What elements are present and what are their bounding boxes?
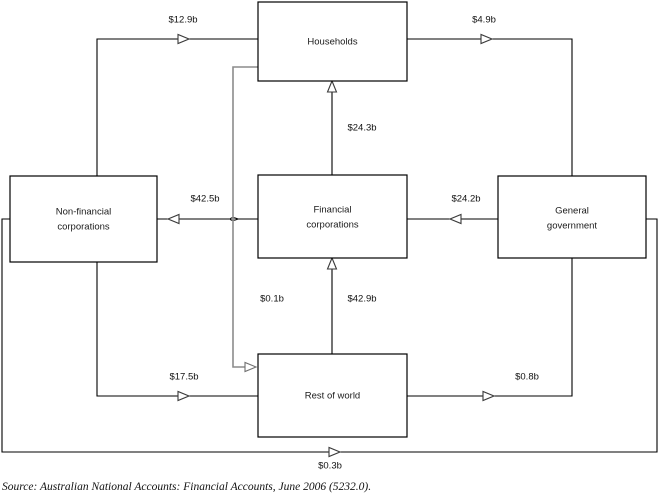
node-rest-of-world[interactable]: Rest of world <box>257 353 408 438</box>
arrowhead-left-icon <box>177 390 191 402</box>
node-label-households: Households <box>307 37 357 48</box>
flow-label-non-financial-to-general-government: $0.3b <box>318 461 342 472</box>
arrowhead-right-icon <box>482 390 496 402</box>
node-general-government[interactable]: General government <box>497 175 647 259</box>
node-households[interactable]: Households <box>257 1 408 82</box>
flow-path-rest-of-world-to-general-government <box>407 258 573 402</box>
flow-label-financial-to-households: $24.3b <box>347 123 376 134</box>
node-label-non-financial-corporations-line2: corporations <box>57 222 110 233</box>
flow-path-rest-of-world-to-non-financial <box>96 262 258 402</box>
node-non-financial-corporations[interactable]: Non-financial corporations <box>9 175 158 263</box>
flow-label-households-to-general-government: $4.9b <box>472 15 496 26</box>
arrowhead-left-icon <box>166 213 180 225</box>
node-financial-corporations[interactable]: Financial corporations <box>257 174 408 259</box>
node-label-non-financial-corporations-line1: Non-financial <box>56 207 111 218</box>
arrowhead-left-icon <box>448 213 462 225</box>
node-label-rest-of-world: Rest of world <box>305 391 360 402</box>
arrowhead-left-icon <box>177 33 191 45</box>
flow-path-households-to-non-financial <box>96 33 258 176</box>
flow-label-general-government-to-financial: $24.2b <box>451 194 480 205</box>
flow-label-rest-of-world-to-financial: $42.9b <box>347 294 376 305</box>
arrowhead-right-icon <box>480 33 494 45</box>
node-label-general-government-line2: government <box>547 221 598 232</box>
source-note: Source: Australian National Accounts: Fi… <box>2 481 372 493</box>
flow-label-households-to-non-financial: $12.9b <box>168 15 197 26</box>
flow-path-households-to-rest-of-world <box>232 66 258 373</box>
flow-path-financial-to-non-financial <box>157 213 258 225</box>
node-label-general-government-line1: General <box>555 206 589 217</box>
flow-path-financial-to-households <box>326 79 338 175</box>
flow-label-rest-of-world-to-non-financial: $17.5b <box>169 372 198 383</box>
flow-path-non-financial-to-general-government <box>1 218 658 458</box>
node-label-financial-corporations-line2: corporations <box>306 220 359 231</box>
flow-path-general-government-to-financial <box>407 213 498 225</box>
flow-path-households-to-general-government <box>407 33 573 176</box>
arrowhead-up-icon <box>326 256 338 270</box>
flow-path-rest-of-world-to-financial <box>326 256 338 354</box>
flow-label-households-to-rest-of-world: $0.1b <box>260 294 284 305</box>
node-label-financial-corporations-line1: Financial <box>313 205 351 216</box>
arrowhead-up-icon <box>326 79 338 93</box>
flow-label-rest-of-world-to-general-government: $0.8b <box>515 372 539 383</box>
arrowhead-right-icon <box>328 446 342 458</box>
arrowhead-right-icon <box>244 361 258 373</box>
flow-label-financial-to-non-financial: $42.5b <box>190 194 219 205</box>
